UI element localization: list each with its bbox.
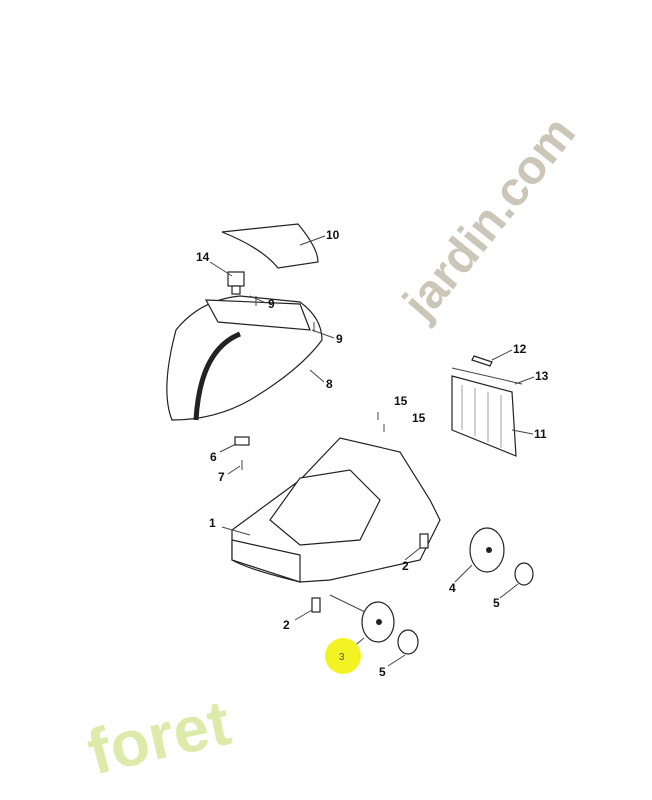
label-5: 5 (493, 596, 500, 610)
part-8-upper-housing[interactable] (166, 295, 323, 421)
label-15: 15 (412, 411, 426, 425)
highlight-marker[interactable] (325, 638, 361, 674)
label-2: 2 (402, 559, 409, 573)
part-11-flap[interactable] (451, 375, 517, 457)
label-12: 12 (513, 342, 527, 356)
label-7: 7 (218, 470, 225, 484)
label-3: 3 (339, 652, 345, 663)
part-2-height-adjuster[interactable] (419, 533, 429, 549)
part-1-chassis[interactable] (231, 437, 441, 583)
label-4: 4 (449, 581, 456, 595)
label-9: 9 (336, 332, 343, 346)
label-11: 11 (534, 427, 547, 441)
watermark-part2: jardin.com (393, 107, 586, 330)
part-3-wheel[interactable] (361, 601, 395, 643)
label-8: 8 (326, 377, 333, 391)
part-2-height-adjuster[interactable] (311, 597, 321, 613)
label-2: 2 (283, 618, 290, 632)
screws (255, 296, 385, 432)
part-13-rod[interactable] (451, 367, 523, 385)
part-10-cover[interactable] (221, 223, 319, 269)
label-14: 14 (196, 250, 210, 264)
part-labels: 10 14 9 9 8 12 13 15 15 11 6 7 1 2 4 5 2… (196, 228, 549, 679)
label-6: 6 (210, 450, 217, 464)
part-5-wheel-cap[interactable] (397, 629, 419, 655)
label-1: 1 (209, 516, 216, 530)
part-4-wheel[interactable] (469, 527, 505, 573)
part-12-spring[interactable] (471, 355, 493, 367)
part-5-wheel-cap[interactable] (514, 562, 534, 586)
label-10: 10 (326, 228, 340, 242)
label-15: 15 (394, 394, 408, 408)
label-13: 13 (535, 369, 549, 383)
watermark-part1: foret (80, 686, 236, 788)
label-5: 5 (379, 665, 386, 679)
label-9: 9 (268, 297, 275, 311)
part-6-plate[interactable] (234, 436, 250, 446)
